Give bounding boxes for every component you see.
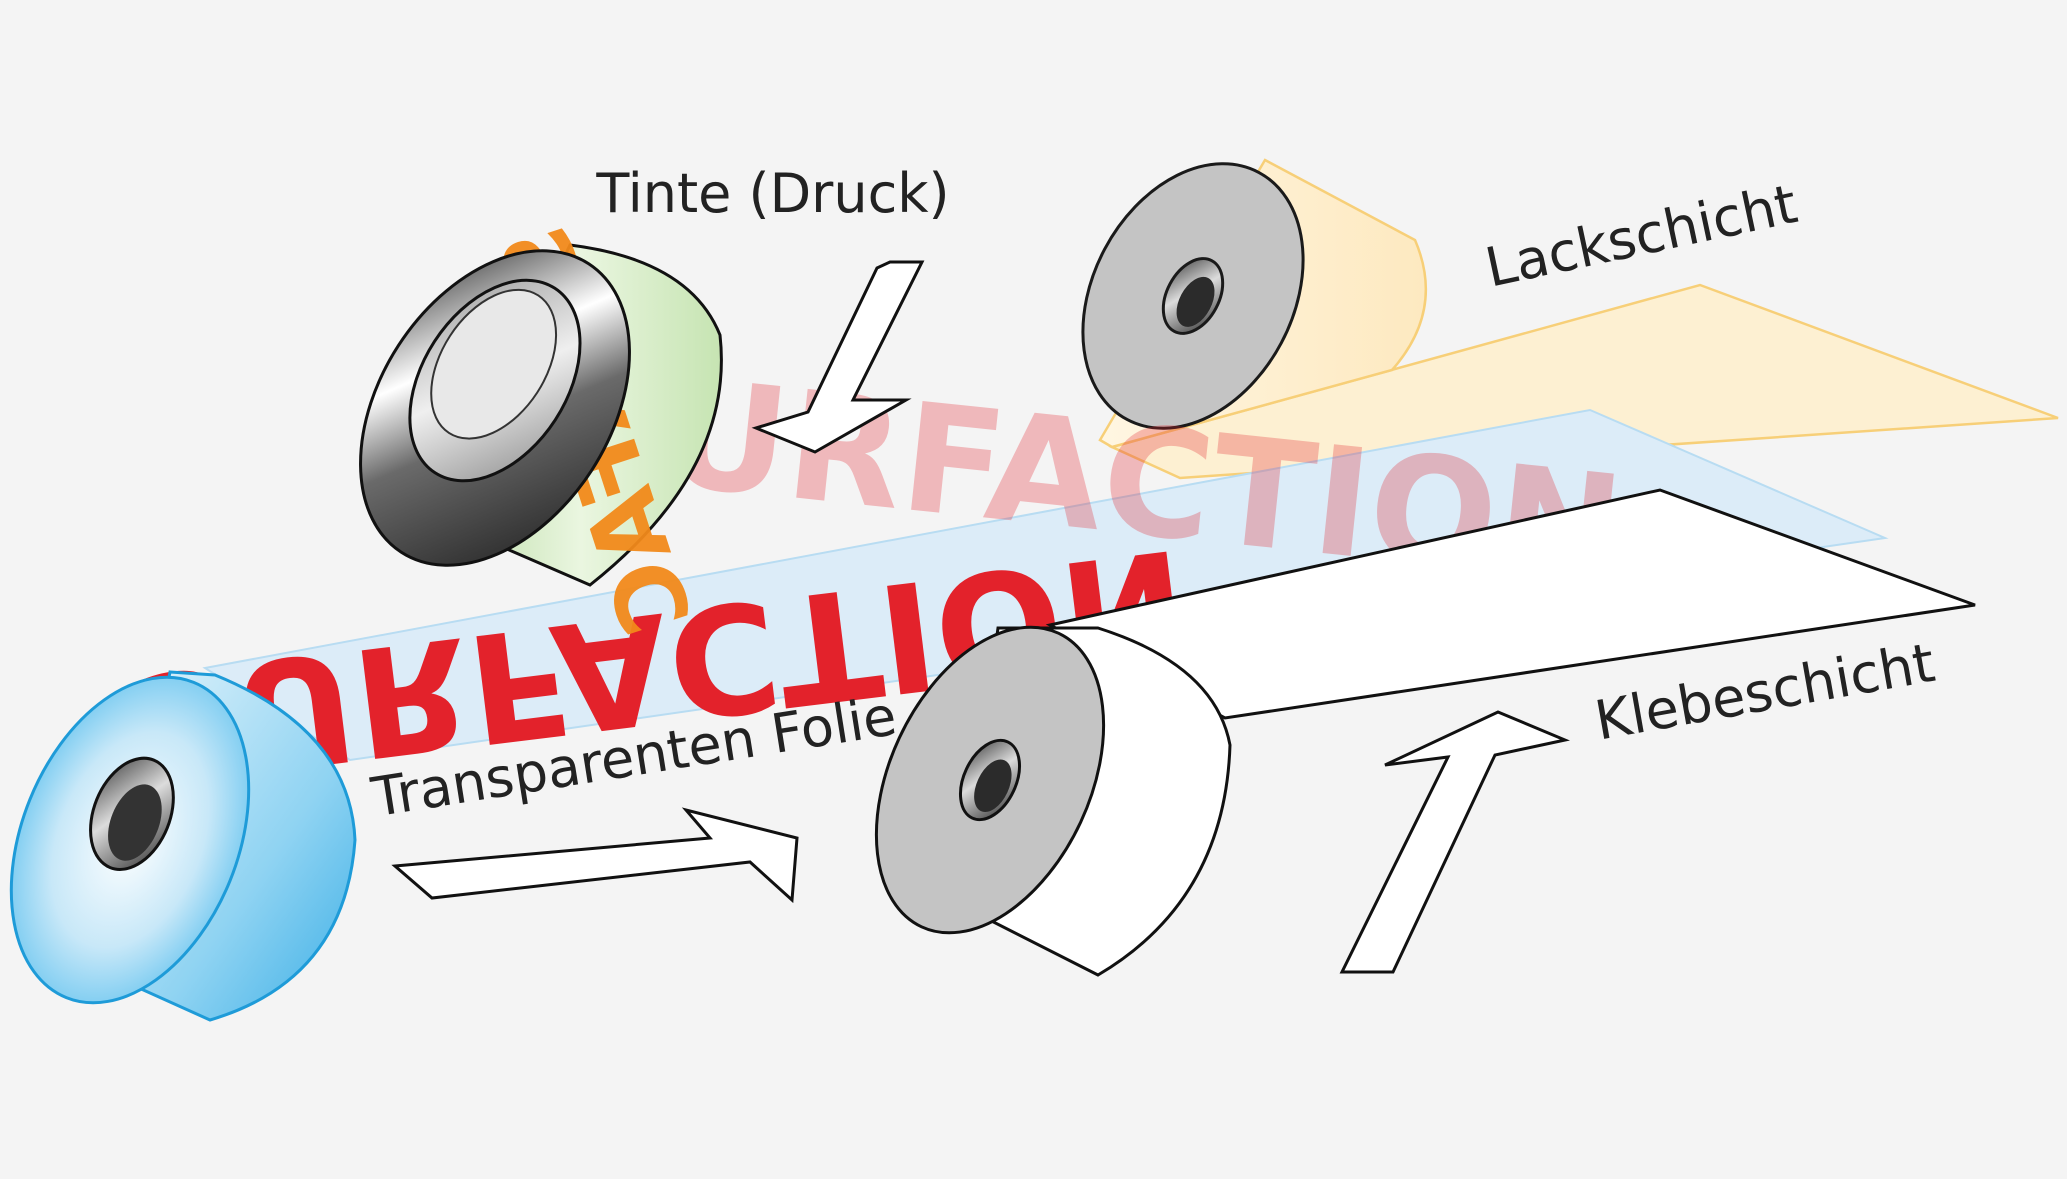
- varnish-layer: [1081, 158, 2059, 480]
- ink-arrow: [751, 260, 925, 454]
- label-varnish: Lackschicht: [1480, 172, 1802, 299]
- film-roll: [9, 670, 357, 1022]
- adhesive-layer: [874, 488, 1976, 977]
- label-ink: Tinte (Druck): [595, 162, 949, 225]
- adhesive-roll: [874, 625, 1106, 935]
- varnish-roll: [1081, 162, 1305, 430]
- ink-roller: SURFAC: [359, 213, 723, 647]
- film-arrow: [391, 807, 799, 904]
- adhesive-arrow: [1339, 710, 1570, 974]
